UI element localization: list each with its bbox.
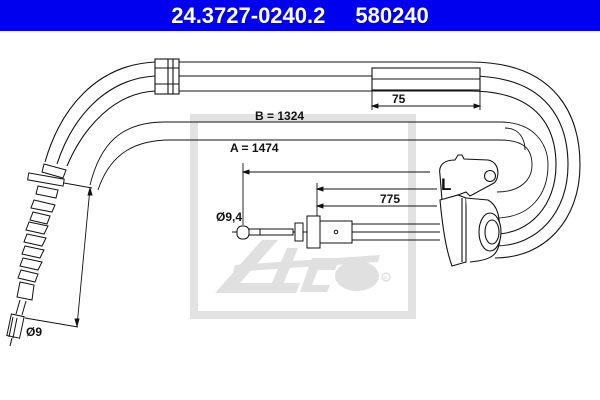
- dimension-775: [315, 183, 437, 216]
- dimension-775-label: 775: [380, 192, 400, 206]
- cable-outline: [44, 58, 581, 259]
- ate-watermark-logo: ®: [190, 114, 416, 319]
- cable-drawing: ® 75 B = 1324 A = 1474: [6, 58, 581, 347]
- end-fitting-diameter-label: Ø9: [26, 325, 42, 339]
- dimension-75-label: 75: [392, 92, 406, 106]
- side-marker-label: L: [441, 175, 451, 194]
- mounting-bracket: [439, 154, 502, 267]
- rubber-boot-bellows: [6, 163, 67, 347]
- part-number-header: 24.3727-0240.2 580240: [0, 0, 600, 31]
- dimension-a-leader: [241, 163, 430, 225]
- dimension-a-label: A = 1474: [230, 141, 279, 155]
- part-number: 24.3727-0240.2: [171, 2, 326, 28]
- svg-text:®: ®: [383, 275, 387, 282]
- reference-number: 580240: [355, 2, 429, 28]
- cable-nipple-end: [232, 215, 440, 249]
- dimension-left-leader: [24, 182, 93, 328]
- dimension-b-label: B = 1324: [255, 109, 304, 123]
- reference-lines: [89, 121, 549, 219]
- dimension-75: [370, 90, 482, 110]
- nipple-diameter-label: Ø9,4: [216, 210, 242, 224]
